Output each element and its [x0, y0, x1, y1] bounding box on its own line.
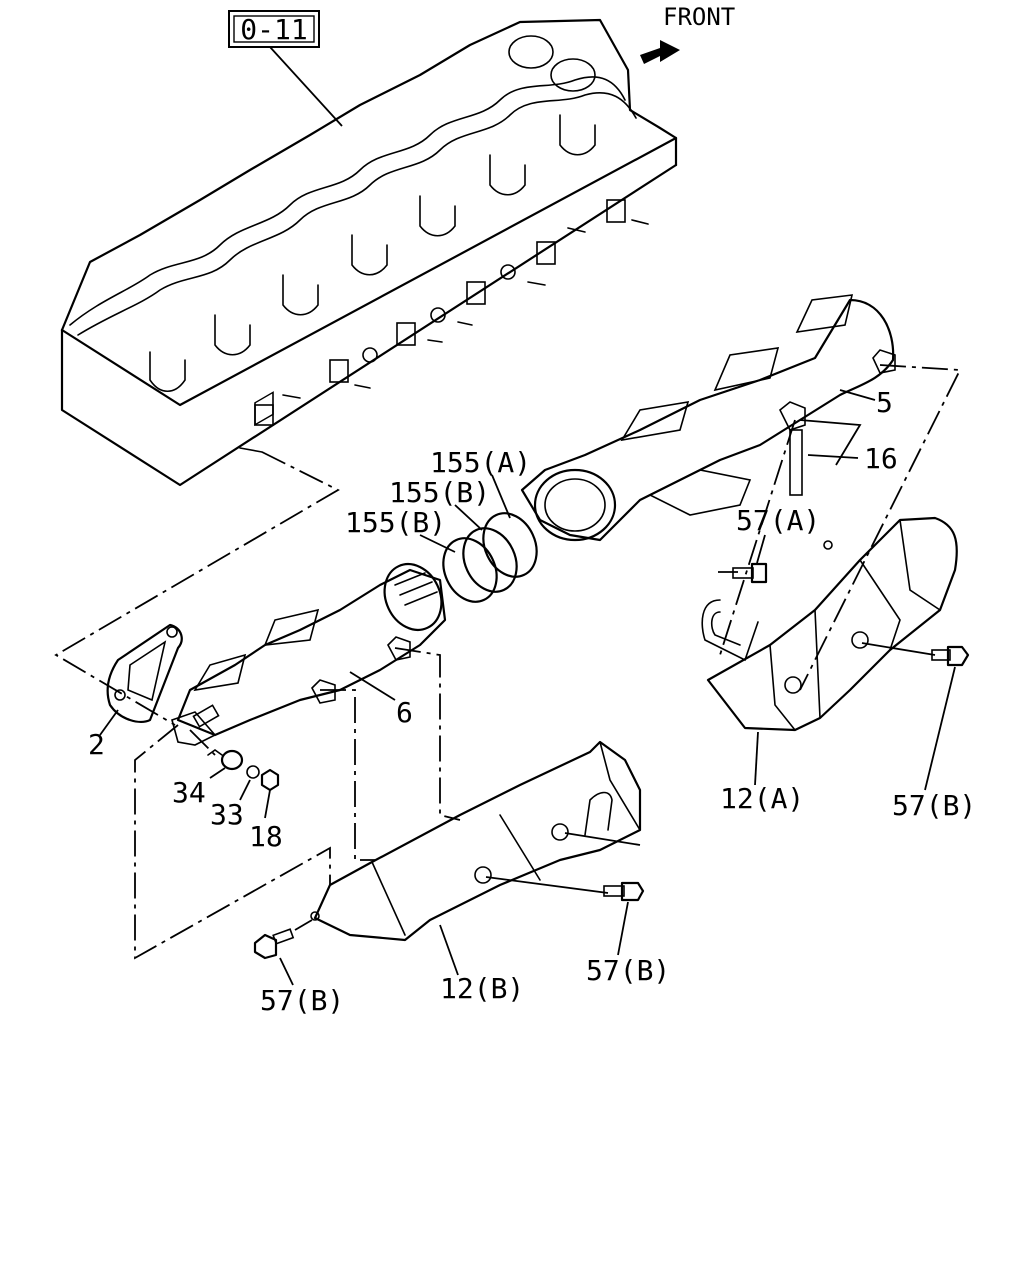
bolt-part-57b-left: [253, 928, 295, 960]
stud-part-16: [789, 429, 803, 496]
part-5-leader: [839, 389, 876, 401]
part-12b-leader: [439, 924, 459, 976]
bolt-part-57b-right: [931, 645, 970, 667]
part-155b-upper-leader: [454, 504, 483, 531]
part-57b-center-label: 57(B): [586, 954, 670, 987]
part-5-label: 5: [876, 386, 893, 419]
gasket-part-2: [106, 623, 183, 723]
part-12a-label: 12(A): [720, 782, 804, 815]
sealing-rings: [442, 512, 538, 603]
part-155b-lower-label: 155(B): [345, 506, 446, 539]
arrow-right-icon: [640, 40, 680, 64]
part-6-label: 6: [396, 696, 413, 729]
part-2-label: 2: [88, 728, 105, 761]
nut-part-34: [207, 749, 244, 771]
part-18-label: 18: [249, 820, 283, 853]
part-155a-leader: [491, 474, 511, 519]
exhaust-manifold-rear: [171, 563, 447, 746]
bolt-part-57a: [732, 562, 768, 584]
part-12b-label: 12(B): [440, 972, 524, 1005]
part-33-label: 33: [210, 798, 244, 831]
washer-part-33: [246, 765, 260, 779]
cylinder-head: [60, 18, 678, 487]
exhaust-manifold-front: [520, 294, 896, 542]
front-label: FRONT: [663, 3, 735, 31]
nut-part-18: [260, 768, 280, 792]
part-155b-upper-label: 155(B): [389, 476, 490, 509]
part-57b-left-label: 57(B): [260, 984, 344, 1017]
reference-label: 0-11: [240, 13, 307, 46]
projection-line-5: [799, 364, 962, 691]
projection-line-head: [54, 451, 340, 726]
part-155a-label: 155(A): [430, 446, 531, 479]
part-16-leader: [799, 419, 862, 466]
part-2-leader: [99, 709, 119, 736]
part-6-leader: [349, 671, 396, 701]
heat-shield-12a: [701, 516, 958, 732]
reference-box[interactable]: 0-11: [228, 10, 320, 48]
part-155b-lower-leader: [419, 534, 456, 553]
heat-shield-12b: [310, 740, 642, 942]
part-16-label: 16: [864, 442, 898, 475]
projection-line-6-left: [134, 724, 331, 960]
bolt-part-57b-center: [603, 881, 645, 902]
part-57a-label: 57(A): [736, 504, 820, 537]
part-12a-leader: [754, 731, 759, 786]
part-57b-right-label: 57(B): [892, 789, 976, 822]
part-34-label: 34: [172, 776, 206, 809]
reference-leader: [269, 46, 343, 127]
